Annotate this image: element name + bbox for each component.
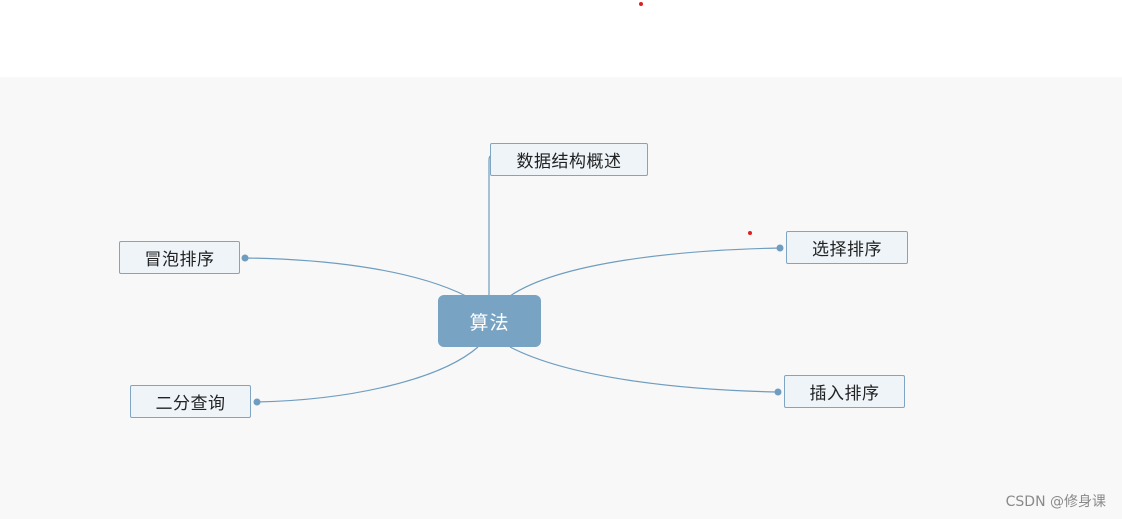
- node-binary-search[interactable]: 二分查询: [130, 385, 251, 418]
- node-label: 数据结构概述: [516, 152, 622, 172]
- node-label: 二分查询: [155, 394, 226, 414]
- node-data-structure-overview[interactable]: 数据结构概述: [490, 143, 648, 176]
- node-label: 插入排序: [809, 384, 880, 404]
- red-marker-dot: [748, 231, 752, 235]
- node-selection-sort[interactable]: 选择排序: [786, 231, 908, 264]
- node-label: 选择排序: [812, 240, 882, 260]
- red-marker-dot: [639, 2, 643, 6]
- top-band: [0, 0, 1122, 77]
- root-label: 算法: [469, 311, 510, 334]
- node-insertion-sort[interactable]: 插入排序: [784, 375, 905, 408]
- watermark: CSDN @修身课: [1005, 494, 1106, 510]
- node-bubble-sort[interactable]: 冒泡排序: [119, 241, 240, 274]
- mindmap-root-node[interactable]: 算法: [438, 295, 541, 347]
- node-label: 冒泡排序: [144, 250, 215, 270]
